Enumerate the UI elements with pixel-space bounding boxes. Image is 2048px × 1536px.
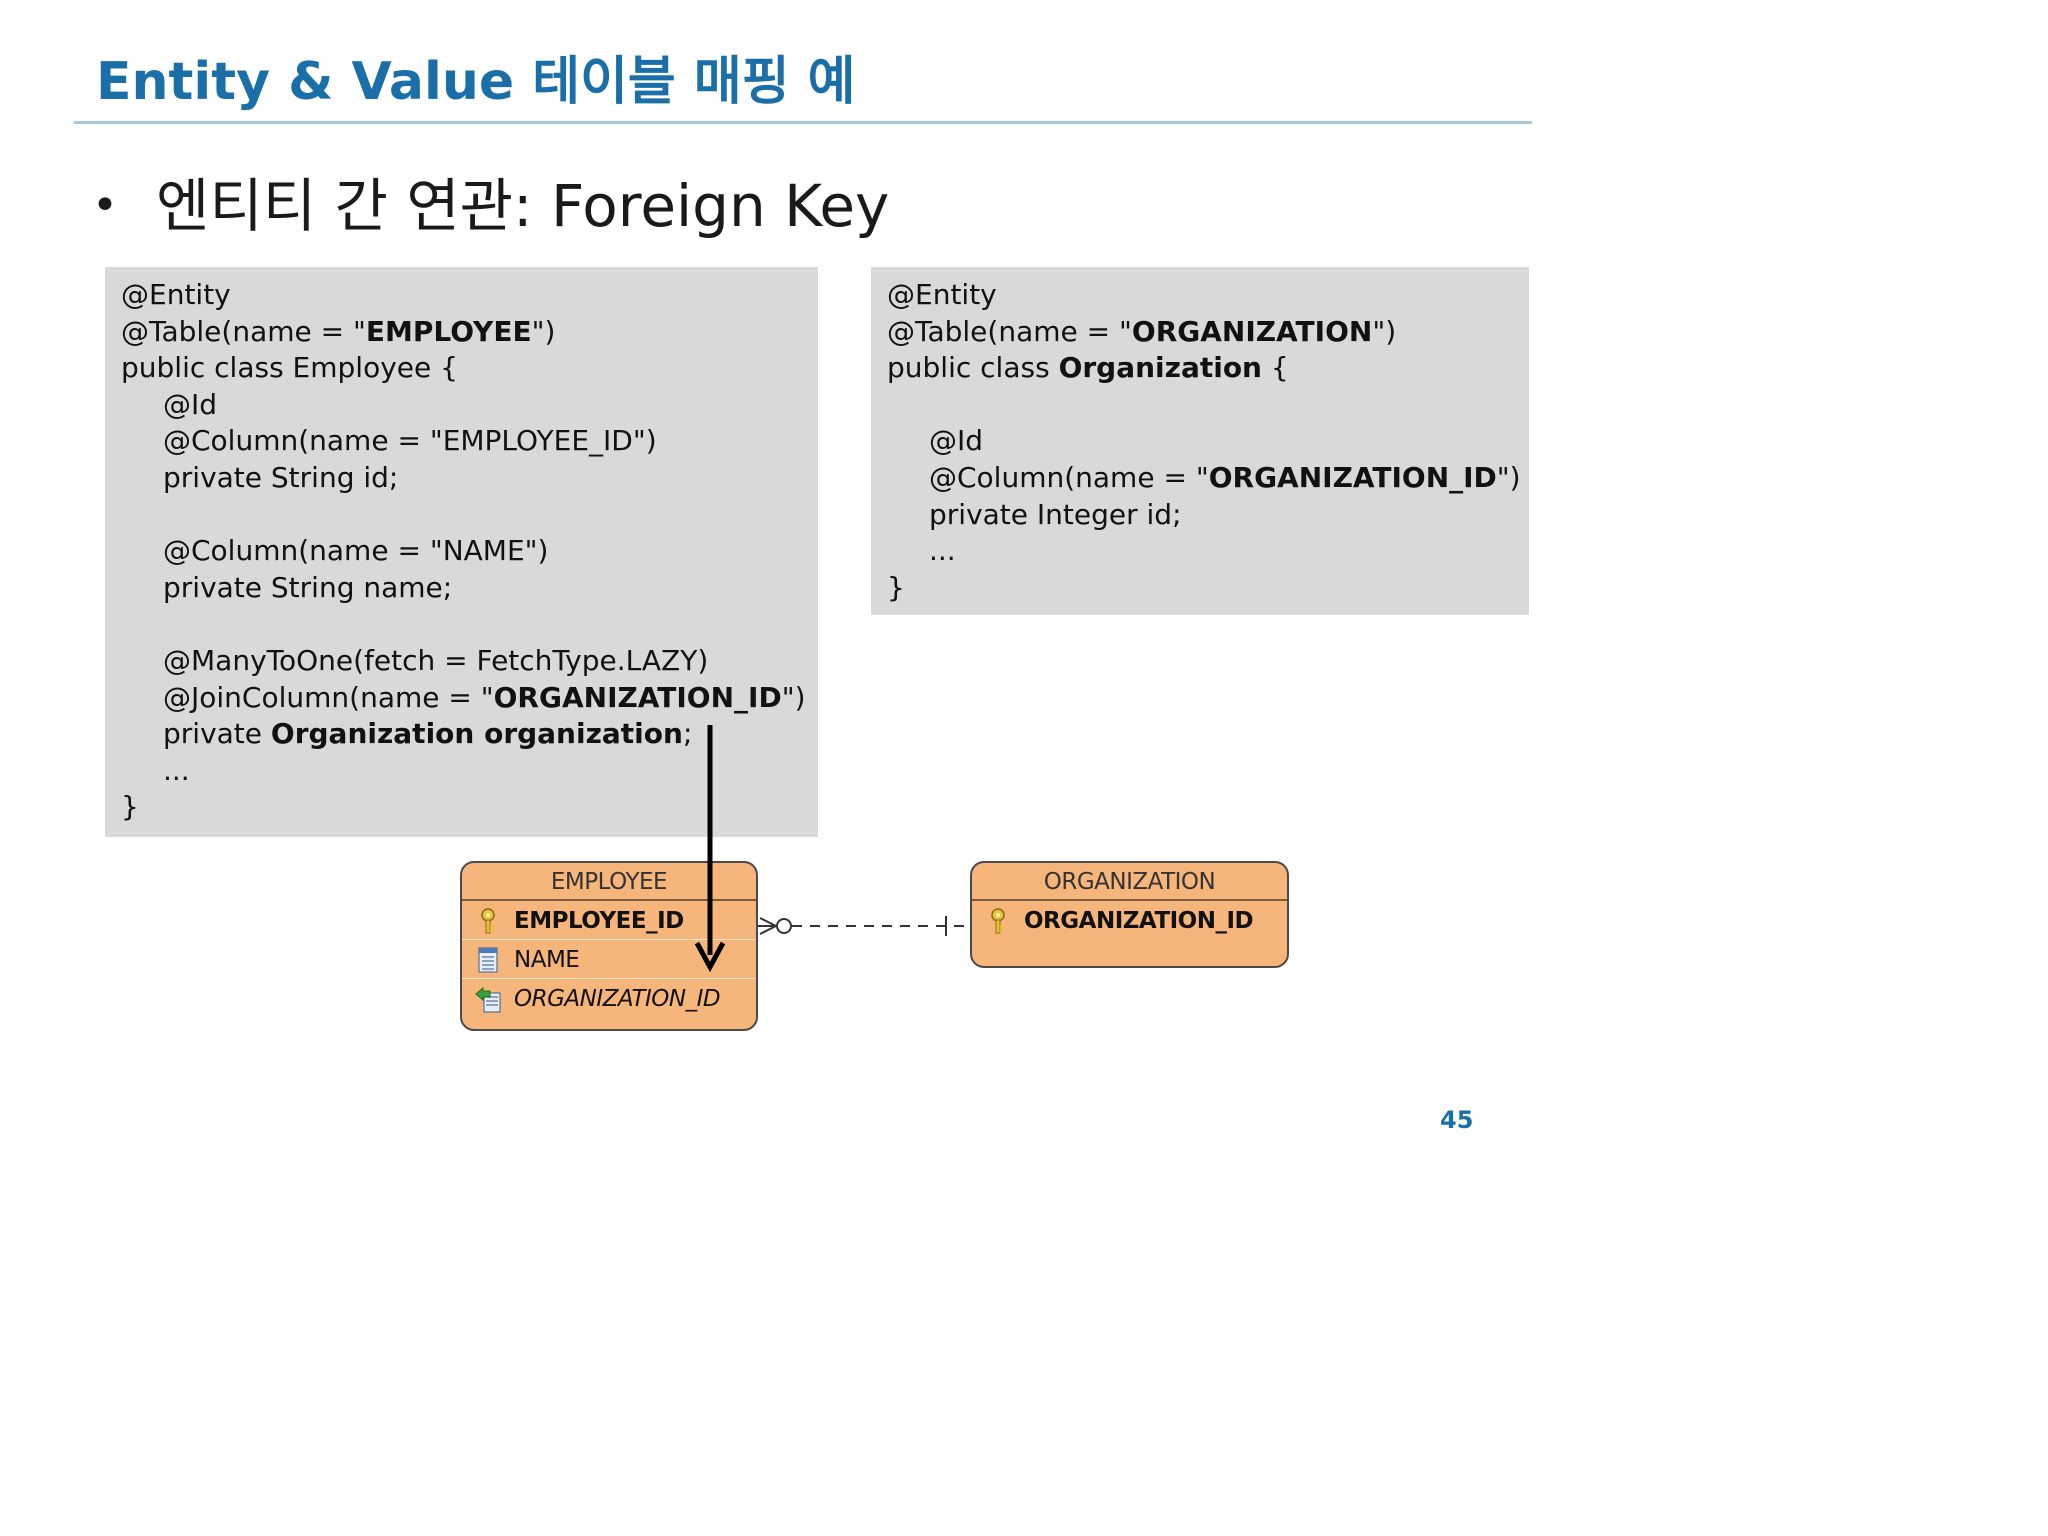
code-text: @Table(name = ": [121, 314, 366, 348]
code-line: ...: [121, 753, 818, 790]
code-text: @Column(name = "NAME"): [163, 534, 549, 568]
code-line: @JoinColumn(name = "ORGANIZATION_ID"): [121, 680, 818, 717]
code-text: @Entity: [887, 278, 997, 311]
er-table-organization: ORGANIZATION ORGANIZATION_ID: [970, 861, 1289, 968]
code-line: @ManyToOne(fetch = FetchType.LAZY): [121, 643, 818, 680]
employee-code-block: @Entity@Table(name = "EMPLOYEE")public c…: [105, 267, 818, 837]
er-column-row: ORGANIZATION_ID: [462, 979, 756, 1017]
code-line: }: [887, 570, 1529, 607]
er-table-name: EMPLOYEE: [462, 863, 756, 901]
code-line: @Id: [887, 423, 1529, 460]
crows-foot-lower: [759, 925, 777, 935]
code-line: public class Organization {: [887, 350, 1529, 387]
er-column-row: ORGANIZATION_ID: [972, 901, 1287, 939]
er-column-name: NAME: [514, 947, 580, 973]
slide-title: Entity & Value 테이블 매핑 예: [96, 52, 856, 112]
bullet-text: 엔티티 간 연관: Foreign Key: [156, 172, 890, 240]
code-line: @Table(name = "EMPLOYEE"): [121, 314, 818, 351]
code-line: @Entity: [887, 277, 1529, 314]
code-text: @Column(name = ": [929, 460, 1209, 494]
code-line: @Column(name = "EMPLOYEE_ID"): [121, 423, 818, 460]
code-text: public class: [887, 351, 1059, 385]
er-column-row: NAME: [462, 940, 756, 979]
code-emphasis: Organization: [1058, 351, 1262, 385]
code-line: private String name;: [121, 570, 818, 607]
code-emphasis: ORGANIZATION_ID: [1208, 460, 1497, 494]
code-text: {: [1262, 351, 1289, 385]
er-column-name: ORGANIZATION_ID: [1024, 908, 1254, 934]
code-emphasis: Organization organization: [270, 717, 683, 751]
er-table-name: ORGANIZATION: [972, 863, 1287, 901]
code-text: @Column(name = "EMPLOYEE_ID"): [163, 424, 657, 458]
bullet-point: • 엔티티 간 연관: Foreign Key: [92, 170, 889, 242]
page-number: 45: [1440, 1106, 1474, 1134]
code-text: @ManyToOne(fetch = FetchType.LAZY): [163, 643, 709, 677]
crows-foot-upper: [759, 917, 777, 927]
code-emphasis: ORGANIZATION: [1131, 314, 1373, 348]
code-text: "): [781, 680, 806, 714]
er-columns: EMPLOYEE_ID NAME ORGANIZATION_ID: [462, 901, 756, 1017]
code-line: @Column(name = "ORGANIZATION_ID"): [887, 460, 1529, 497]
code-line: [887, 387, 1529, 424]
code-emphasis: EMPLOYEE: [365, 314, 532, 348]
code-text: ...: [163, 753, 190, 787]
er-column-row: EMPLOYEE_ID: [462, 901, 756, 940]
code-text: "): [531, 314, 556, 348]
code-text: @Id: [163, 387, 218, 421]
code-line: @Entity: [121, 277, 818, 314]
code-text: "): [1496, 460, 1521, 494]
bullet-dot-icon: •: [92, 180, 118, 231]
code-text: private: [163, 717, 271, 751]
code-text: private String id;: [163, 460, 399, 494]
er-column-name: ORGANIZATION_ID: [514, 986, 721, 1012]
code-text: private Integer id;: [929, 497, 1182, 531]
code-line: [121, 606, 818, 643]
code-line: }: [121, 789, 818, 826]
code-line: [121, 497, 818, 534]
er-columns: ORGANIZATION_ID: [972, 901, 1287, 939]
code-text: }: [121, 790, 139, 824]
code-text: private String name;: [163, 570, 453, 604]
er-table-employee: EMPLOYEE EMPLOYEE_ID NAME ORGANIZATION_ID: [460, 861, 758, 1031]
code-line: @Id: [121, 387, 818, 424]
code-emphasis: ORGANIZATION_ID: [493, 680, 782, 714]
code-text: @Entity: [121, 278, 231, 311]
title-divider: [74, 121, 1532, 124]
code-line: @Column(name = "NAME"): [121, 533, 818, 570]
code-line: @Table(name = "ORGANIZATION"): [887, 314, 1529, 351]
code-line: private String id;: [121, 460, 818, 497]
er-column-name: EMPLOYEE_ID: [514, 908, 684, 934]
code-line: private Integer id;: [887, 497, 1529, 534]
code-text: @Id: [929, 424, 984, 458]
code-text: @Table(name = ": [887, 314, 1132, 348]
code-line: private Organization organization;: [121, 716, 818, 753]
code-line: ...: [887, 533, 1529, 570]
optional-marker: [776, 918, 792, 934]
code-line: public class Employee {: [121, 350, 818, 387]
code-text: ...: [929, 534, 956, 568]
organization-code-block: @Entity@Table(name = "ORGANIZATION")publ…: [871, 267, 1529, 615]
code-text: public class Employee {: [121, 351, 458, 385]
code-text: ;: [682, 717, 693, 751]
code-text: "): [1372, 314, 1397, 348]
code-text: @JoinColumn(name = ": [163, 680, 494, 714]
code-text: }: [887, 570, 905, 604]
